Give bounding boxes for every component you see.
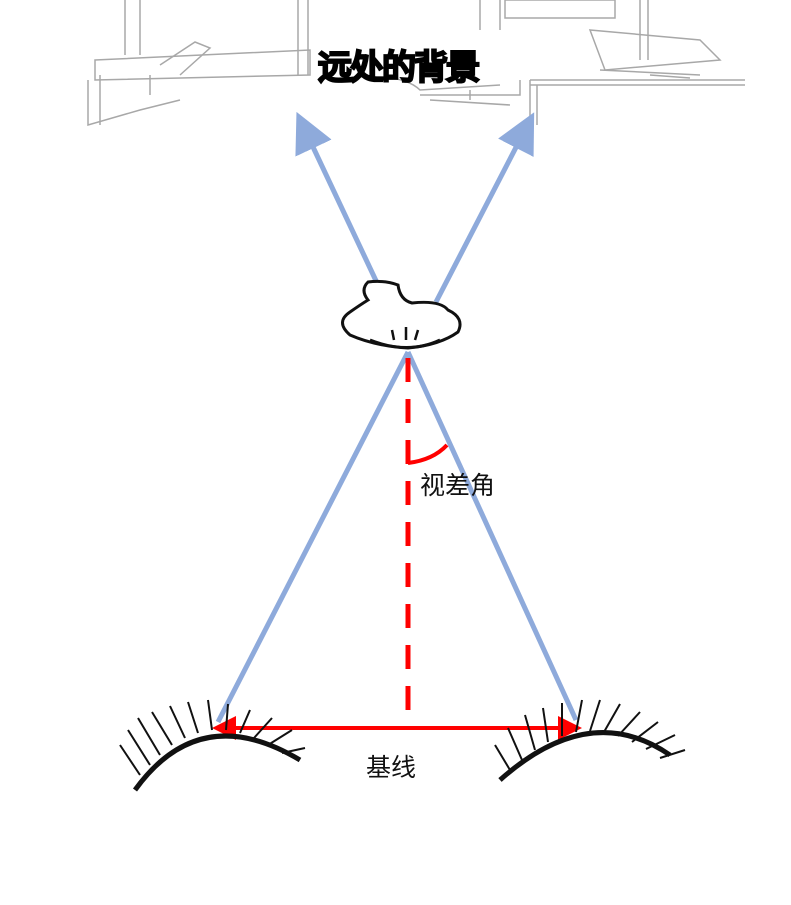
office-background-sketch	[87, 0, 745, 126]
sight-line-right-eye	[405, 350, 579, 722]
thumb-icon	[341, 279, 462, 350]
right-eye-icon	[494, 699, 686, 782]
parallax-angle-arc	[407, 443, 449, 465]
sight-line-left-eye	[215, 350, 411, 724]
baseline-label: 基线	[366, 753, 417, 782]
left-eye-icon	[119, 699, 306, 792]
parallax-angle-label: 视差角	[420, 471, 496, 500]
background-label: 远处的背景	[317, 47, 481, 89]
sight-line-left-far	[295, 111, 381, 287]
sight-line-right-far	[433, 112, 535, 304]
